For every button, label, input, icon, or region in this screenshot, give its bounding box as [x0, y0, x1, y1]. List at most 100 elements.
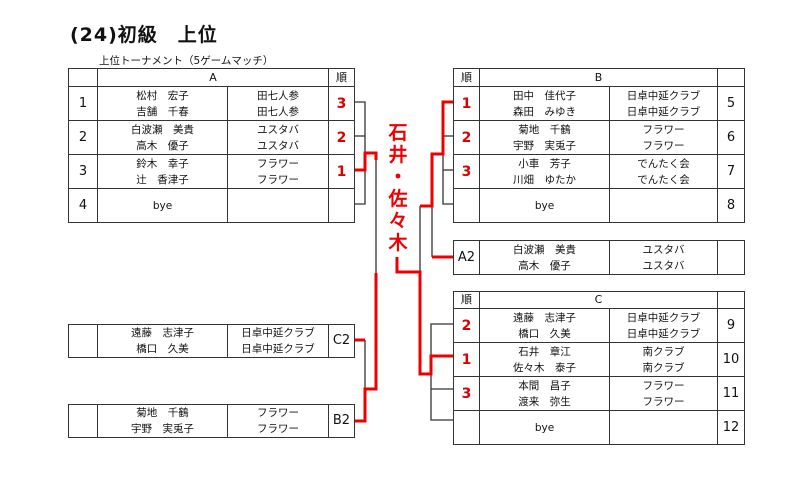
- club-name: 日卓中延クラブ: [626, 89, 701, 102]
- thin-bracket-lines: [354, 101, 453, 421]
- player-name: 森田 みゆき: [513, 105, 576, 118]
- player-name: 宇野 実兎子: [131, 423, 194, 435]
- club-name: 日卓中延クラブ: [626, 311, 701, 324]
- club-name: フラワー: [257, 423, 299, 435]
- club-name: ユスタバ: [257, 123, 299, 136]
- club-name: ユスタバ: [257, 139, 299, 152]
- player-names: 菊地 千鶴宇野 実兎子: [97, 404, 228, 438]
- entry-number: 11: [717, 376, 745, 411]
- clubs: フラワーフラワー: [609, 376, 718, 411]
- player-name: bye: [479, 410, 610, 445]
- club-name: 日卓中延クラブ: [241, 343, 315, 355]
- player-name: 菊地 千鶴: [518, 123, 571, 136]
- club-name: 日卓中延クラブ: [241, 327, 315, 339]
- entry-number: 2: [68, 120, 98, 155]
- club-name: 田七人参: [257, 89, 299, 102]
- club-name: フラワー: [257, 407, 299, 419]
- entry-number: 5: [717, 86, 746, 121]
- clubs: フラワーフラワー: [227, 154, 329, 189]
- clubs: [227, 188, 329, 223]
- player-name: bye: [97, 188, 228, 223]
- club-name: 日卓中延クラブ: [626, 105, 701, 118]
- player-name: 橋口 久美: [136, 343, 189, 355]
- winner-name-vertical: 石 井 ・ 佐 々 木: [386, 122, 410, 254]
- player-name: 鈴木 幸子: [136, 157, 189, 170]
- group-header: C: [479, 291, 718, 309]
- entry-number: 6: [717, 120, 746, 155]
- rank: 3: [453, 154, 480, 189]
- winner-char: 木: [388, 232, 408, 254]
- player-names: 田中 佳代子森田 みゆき: [479, 86, 610, 121]
- rank: [328, 188, 355, 223]
- player-name: 小車 芳子: [518, 157, 571, 170]
- clubs: 田七人参田七人参: [227, 86, 329, 121]
- entry-number: 1: [68, 86, 98, 121]
- winner-char: 井: [388, 144, 408, 166]
- player-name: 石井 章江: [518, 345, 571, 358]
- player-names: 白波瀬 美貴高木 優子: [97, 120, 228, 155]
- rank: [453, 410, 480, 445]
- winner-char: 石: [388, 122, 408, 144]
- seed-label: A2: [453, 240, 480, 275]
- player-name: bye: [479, 188, 610, 223]
- player-names: 菊地 千鶴宇野 実兎子: [479, 120, 610, 155]
- club-name: でんたく会: [637, 157, 690, 170]
- club-name: 南クラブ: [642, 361, 685, 374]
- rank: 1: [453, 342, 480, 377]
- winner-char: 々: [388, 210, 408, 232]
- entry-number: 12: [717, 410, 745, 445]
- rank-header: 順: [453, 68, 480, 87]
- club-name: 田七人参: [257, 105, 299, 118]
- rank: [453, 188, 480, 223]
- clubs: [608, 188, 719, 223]
- table-row: bye 12: [453, 410, 745, 445]
- subtitle: 上位トーナメント（5ゲームマッチ）: [99, 55, 274, 67]
- clubs: 南クラブ南クラブ: [609, 342, 718, 377]
- player-names: 遠藤 志津子橋口 久美: [97, 324, 228, 358]
- player-name: 遠藤 志津子: [513, 311, 576, 324]
- club-name: ユスタバ: [642, 243, 685, 256]
- group-header: A: [97, 68, 329, 87]
- blank-cell: [68, 404, 98, 438]
- entry-number: 7: [717, 154, 746, 189]
- seed-label: C2: [328, 324, 355, 358]
- rank: 1: [453, 86, 480, 121]
- player-names: 鈴木 幸子辻 香津子: [97, 154, 228, 189]
- entry-number: 9: [717, 308, 745, 343]
- player-name: 田中 佳代子: [513, 89, 576, 102]
- player-name: 高木 優子: [136, 139, 189, 152]
- blank-cell: [68, 68, 98, 87]
- clubs: フラワーフラワー: [608, 120, 719, 155]
- clubs: 日卓中延クラブ日卓中延クラブ: [227, 324, 329, 358]
- club-name: でんたく会: [637, 173, 690, 186]
- clubs: フラワーフラワー: [227, 404, 329, 438]
- player-names: 石井 章江佐々木 泰子: [479, 342, 610, 377]
- entry-number: 8: [717, 188, 746, 223]
- player-name: 渡来 弥生: [518, 395, 571, 408]
- club-name: フラワー: [642, 379, 685, 392]
- rank: 3: [453, 376, 480, 411]
- clubs: 日卓中延クラブ日卓中延クラブ: [609, 308, 718, 343]
- player-name: 遠藤 志津子: [131, 327, 194, 339]
- seed-label: B2: [328, 404, 355, 438]
- rank-header: 順: [328, 68, 355, 87]
- player-name: 吉舗 千春: [136, 105, 189, 118]
- clubs: [609, 410, 718, 445]
- player-name: 菊地 千鶴: [136, 407, 189, 419]
